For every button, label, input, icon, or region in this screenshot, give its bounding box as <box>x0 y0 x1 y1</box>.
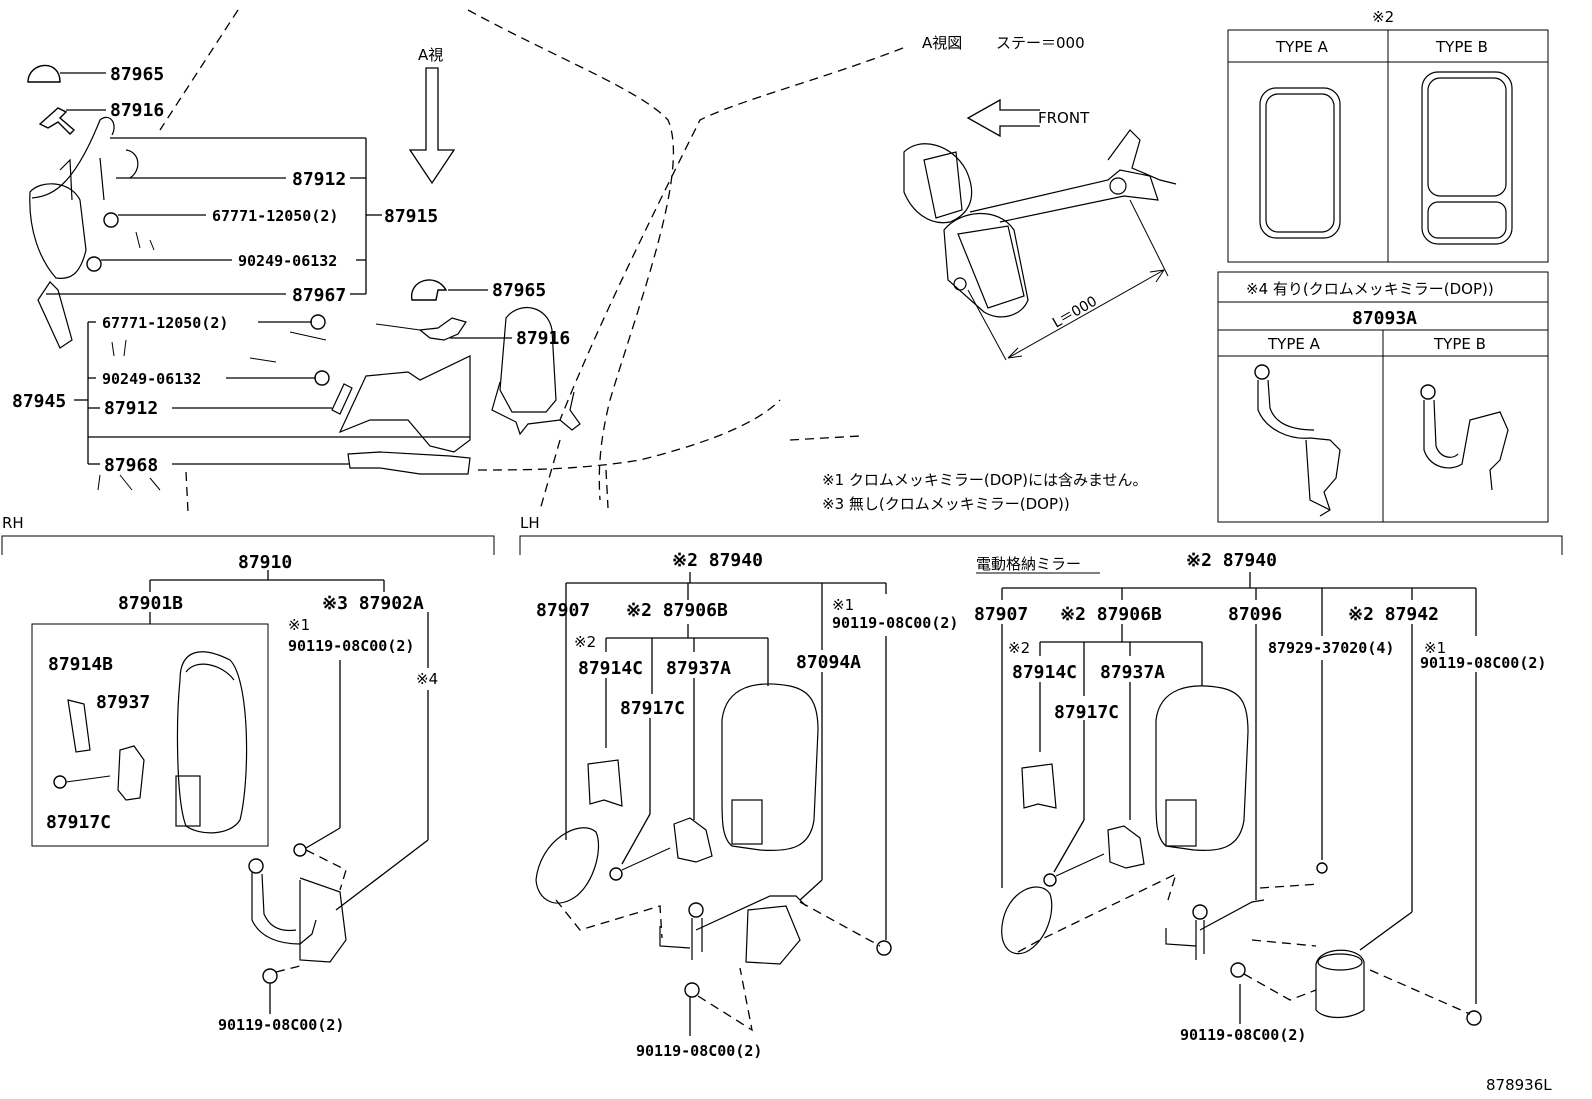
lh-label: LH <box>520 514 540 532</box>
part-87914b: 87914B <box>48 654 113 675</box>
figure-id: 878936L <box>1486 1076 1552 1094</box>
part-90119-lh2-lower: 90119-08C00(2) <box>1180 1026 1306 1044</box>
part-87094a: 87094A <box>796 652 861 673</box>
type-box-stay-type-a: TYPE A <box>1267 335 1321 353</box>
part-87917c-lh2: 87917C <box>1054 702 1119 723</box>
type-box-mirror-type-b: TYPE B <box>1435 38 1488 56</box>
part-87907-lh1: 87907 <box>536 600 590 621</box>
part-87910: 87910 <box>238 552 292 573</box>
part-87912-top: 87912 <box>292 169 346 190</box>
part-87940-lh2: ※2 87940 <box>1186 550 1277 571</box>
part-67771-center: 67771-12050(2) <box>102 314 228 332</box>
part-87917c-rh: 87917C <box>46 812 111 833</box>
type-box-stay-header: ※4 有り(クロムメッキミラー(DOP)) <box>1246 280 1494 298</box>
clip-87916 <box>38 107 76 135</box>
part-87916-center: 87916 <box>516 328 570 349</box>
part-87968: 87968 <box>104 455 158 476</box>
part-87906b-lh2: ※2 87906B <box>1060 604 1162 625</box>
top-left-leaders <box>46 72 382 295</box>
rh-section-frame <box>1 535 495 1014</box>
type-box-mirror-mark: ※2 <box>1372 8 1394 26</box>
part-87906b-lh1: ※2 87906B <box>626 600 728 621</box>
center-leaders <box>74 289 512 465</box>
part-87902a: ※3 87902A <box>322 593 424 614</box>
part-67771-top: 67771-12050(2) <box>212 207 338 225</box>
note-3: ※3 無し(クロムメッキミラー(DOP)) <box>822 495 1070 513</box>
rh-label: RH <box>2 514 24 532</box>
part-87937a-lh1: 87937A <box>666 658 731 679</box>
mirror-housing-rh <box>29 183 87 279</box>
lh-parts-art <box>535 683 1482 1032</box>
mirror-cover-87945 <box>338 355 471 453</box>
part-87093a: 87093A <box>1352 308 1417 329</box>
part-87096: 87096 <box>1228 604 1282 625</box>
part-87916-top: 87916 <box>110 100 164 121</box>
part-87917c-lh1: 87917C <box>620 698 685 719</box>
rh-mark-1: ※1 <box>288 616 310 634</box>
a-view-drawing <box>903 98 1177 361</box>
type-box-stay <box>1217 271 1549 523</box>
part-87929: 87929-37020(4) <box>1268 639 1394 657</box>
a-view-title: A視図 <box>922 34 962 52</box>
part-87912-center: 87912 <box>104 398 158 419</box>
part-87942: ※2 87942 <box>1348 604 1439 625</box>
part-87907-lh2: 87907 <box>974 604 1028 625</box>
top-left-parts <box>27 64 161 491</box>
lh-section-frame <box>519 535 1563 1036</box>
stay-dimension: ステー＝000 <box>996 34 1085 52</box>
part-90119-lh1-lower: 90119-08C00(2) <box>636 1042 762 1060</box>
mirror-rh <box>176 651 248 834</box>
part-90249-center: 90249-06132 <box>102 370 201 388</box>
clip-87916-b <box>418 317 467 341</box>
cover-cap-87965-b <box>411 279 448 301</box>
view-arrow: A視 <box>408 46 456 185</box>
part-87937a-lh2: 87937A <box>1100 662 1165 683</box>
part-90119-rh-lower: 90119-08C00(2) <box>218 1016 344 1034</box>
part-87914c-lh2: 87914C <box>1012 662 1077 683</box>
part-87901b: 87901B <box>118 593 183 614</box>
part-87945: 87945 <box>12 391 66 412</box>
part-87967: 87967 <box>292 285 346 306</box>
part-90249-top: 90249-06132 <box>238 252 337 270</box>
lh2-mark-2: ※2 <box>1008 639 1030 657</box>
part-90119-lh1-upper: 90119-08C00(2) <box>832 614 958 632</box>
part-87965-center: 87965 <box>492 280 546 301</box>
part-90119-rh-upper: 90119-08C00(2) <box>288 637 414 655</box>
part-87965-top: 87965 <box>110 64 164 85</box>
part-87915: 87915 <box>384 206 438 227</box>
power-fold-label: 電動格納ミラー <box>976 555 1081 573</box>
part-87914c-lh1: 87914C <box>578 658 643 679</box>
note-1: ※1 クロムメッキミラー(DOP)には含みません。 <box>822 471 1148 489</box>
type-box-mirror-type-a: TYPE A <box>1275 38 1329 56</box>
part-90119-lh2-upper: 90119-08C00(2) <box>1420 654 1546 672</box>
trim-87968 <box>347 451 471 475</box>
lh1-mark-2: ※2 <box>574 633 596 651</box>
part-87937: 87937 <box>96 692 150 713</box>
cover-cap-87965 <box>27 64 61 83</box>
type-box-stay-type-b: TYPE B <box>1433 335 1486 353</box>
lh2-mark-1: ※1 <box>1424 639 1446 657</box>
front-label: FRONT <box>1038 109 1090 127</box>
type-box-mirror <box>1227 29 1549 263</box>
length-dimension: L＝000 <box>1050 293 1100 331</box>
trim-87967 <box>37 281 73 349</box>
lh1-mark-1: ※1 <box>832 596 854 614</box>
rh-parts-art <box>53 651 347 984</box>
part-87940-lh1: ※2 87940 <box>672 550 763 571</box>
rh-mark-4: ※4 <box>416 670 438 688</box>
center-parts <box>249 279 581 475</box>
view-arrow-label: A視 <box>418 46 443 64</box>
vehicle-outline <box>159 9 904 513</box>
